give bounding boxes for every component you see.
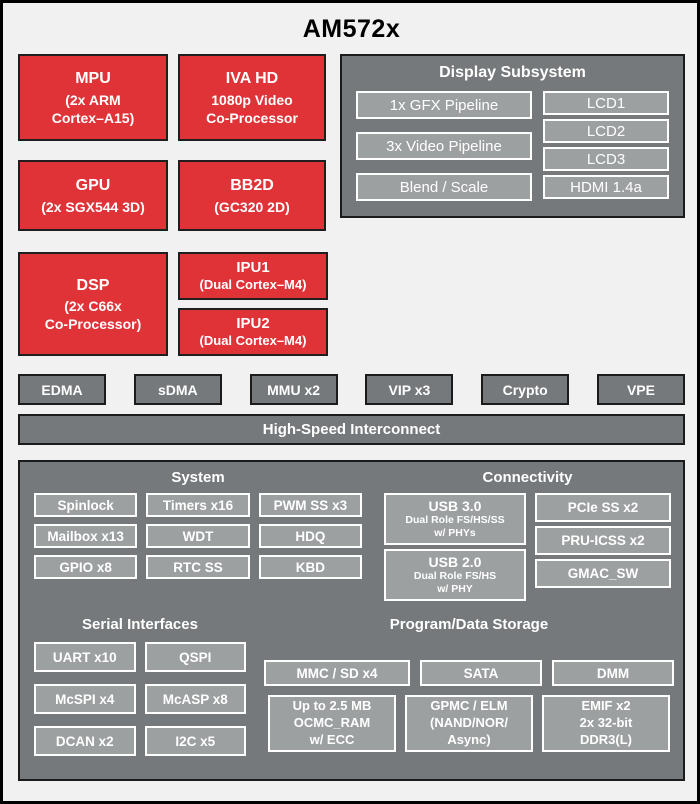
peripherals-row-1: System Spinlock Timers x16 PWM SS x3 Mai… (34, 467, 671, 601)
connectivity-section: Connectivity USB 3.0 Dual Role FS/HS/SS … (384, 467, 671, 601)
block-bb2d-subtitle: (GC320 2D) (214, 198, 290, 215)
system-section: System Spinlock Timers x16 PWM SS x3 Mai… (34, 467, 362, 601)
display-subsystem: Display Subsystem 1x GFX Pipeline 3x Vid… (340, 54, 685, 218)
block-usb3-subtitle: Dual Role FS/HS/SS w/ PHYs (405, 514, 505, 540)
block-spinlock: Spinlock (34, 493, 138, 517)
block-mmu: MMU x2 (249, 374, 338, 405)
storage-section: Program/Data Storage MMC / SD x4 SATA DM… (264, 614, 674, 756)
display-subsystem-title: Display Subsystem (439, 64, 586, 81)
block-lcd3: LCD3 (543, 147, 669, 171)
block-dsp: DSP (2x C66x Co-Processor) (18, 252, 168, 356)
block-iva-title: IVA HD (225, 70, 279, 88)
block-ipu1: IPU1 (Dual Cortex–M4) (178, 252, 328, 300)
block-bb2d: BB2D (GC320 2D) (178, 160, 326, 231)
block-gfx-pipeline: 1x GFX Pipeline (356, 91, 532, 119)
storage-section-title: Program/Data Storage (389, 616, 549, 633)
ipu-column: IPU1 (Dual Cortex–M4) IPU2 (Dual Cortex–… (178, 252, 328, 356)
processor-row-2: GPU (2x SGX544 3D) BB2D (GC320 2D) (18, 160, 326, 231)
block-pcie: PCIe SS x2 (535, 493, 671, 522)
storage-row-1: MMC / SD x4 SATA DMM (264, 660, 674, 686)
dsp-section: DSP (2x C66x Co-Processor) IPU1 (Dual Co… (18, 252, 685, 356)
connectivity-body: USB 3.0 Dual Role FS/HS/SS w/ PHYs USB 2… (384, 493, 671, 601)
block-hdq: HDQ (258, 524, 362, 548)
block-pwm-ss: PWM SS x3 (258, 493, 362, 517)
block-bb2d-title: BB2D (230, 177, 274, 195)
peripherals-row-2: Serial Interfaces UART x10 QSPI McSPI x4… (34, 614, 674, 756)
system-section-title: System (171, 469, 225, 486)
serial-grid: UART x10 QSPI McSPI x4 McASP x8 DCAN x2 … (34, 642, 246, 756)
block-dsp-title: DSP (76, 276, 110, 294)
dma-row: EDMA sDMA MMU x2 VIP x3 Crypto VPE (18, 374, 685, 405)
block-pru-icss: PRU-ICSS x2 (535, 526, 671, 555)
serial-interfaces-section: Serial Interfaces UART x10 QSPI McSPI x4… (34, 614, 246, 756)
block-qspi: QSPI (144, 642, 246, 672)
block-usb3: USB 3.0 Dual Role FS/HS/SS w/ PHYs (384, 493, 526, 545)
display-outputs: LCD1 LCD2 LCD3 HDMI 1.4a (543, 91, 669, 201)
display-subsystem-body: 1x GFX Pipeline 3x Video Pipeline Blend … (356, 91, 669, 201)
block-dcan: DCAN x2 (34, 726, 136, 756)
block-ipu2-subtitle: (Dual Cortex–M4) (199, 333, 307, 349)
display-pipelines: 1x GFX Pipeline 3x Video Pipeline Blend … (356, 91, 532, 201)
block-usb3-title: USB 3.0 (428, 498, 482, 515)
block-mailbox: Mailbox x13 (34, 524, 138, 548)
block-gpu: GPU (2x SGX544 3D) (18, 160, 168, 231)
block-mpu: MPU (2x ARM Cortex–A15) (18, 54, 168, 141)
block-gpu-subtitle: (2x SGX544 3D) (41, 198, 145, 215)
block-mpu-title: MPU (75, 70, 111, 88)
peripherals-container: System Spinlock Timers x16 PWM SS x3 Mai… (18, 460, 685, 781)
block-ocmc-ram: Up to 2.5 MB OCMC_RAM w/ ECC (268, 695, 396, 752)
block-dmm: DMM (552, 660, 674, 686)
connectivity-section-title: Connectivity (482, 469, 573, 486)
system-grid: Spinlock Timers x16 PWM SS x3 Mailbox x1… (34, 493, 362, 579)
serial-interfaces-title: Serial Interfaces (82, 616, 198, 633)
block-edma: EDMA (18, 374, 106, 405)
block-ipu2: IPU2 (Dual Cortex–M4) (178, 308, 328, 356)
block-rtc-ss: RTC SS (146, 555, 250, 579)
block-usb2-title: USB 2.0 (428, 554, 482, 571)
block-iva-hd: IVA HD 1080p Video Co-Processor (178, 54, 326, 141)
block-usb2-subtitle: Dual Role FS/HS w/ PHY (413, 570, 497, 596)
block-kbd: KBD (258, 555, 362, 579)
block-emif: EMIF x2 2x 32-bit DDR3(L) (542, 695, 670, 752)
top-section: MPU (2x ARM Cortex–A15) IVA HD 1080p Vid… (18, 54, 685, 231)
block-gpu-title: GPU (75, 177, 111, 195)
block-mpu-subtitle: (2x ARM Cortex–A15) (51, 91, 135, 126)
block-dsp-subtitle: (2x C66x Co-Processor) (44, 298, 142, 333)
block-vip: VIP x3 (365, 374, 454, 405)
block-timers: Timers x16 (146, 493, 250, 517)
block-gpio: GPIO x8 (34, 555, 138, 579)
storage-row-2: Up to 2.5 MB OCMC_RAM w/ ECC GPMC / ELM … (264, 695, 674, 752)
block-sdma: sDMA (133, 374, 222, 405)
usb-column: USB 3.0 Dual Role FS/HS/SS w/ PHYs USB 2… (384, 493, 526, 601)
block-lcd1: LCD1 (543, 91, 669, 115)
block-hdmi: HDMI 1.4a (543, 175, 669, 199)
block-lcd2: LCD2 (543, 119, 669, 143)
block-video-pipeline: 3x Video Pipeline (356, 132, 532, 160)
block-gpmc-elm: GPMC / ELM (NAND/NOR/ Async) (405, 695, 533, 752)
block-crypto: Crypto (481, 374, 570, 405)
block-uart: UART x10 (34, 642, 136, 672)
block-mcasp: McASP x8 (144, 684, 246, 714)
block-iva-subtitle: 1080p Video Co-Processor (206, 91, 298, 126)
block-vpe: VPE (596, 374, 685, 405)
page-title: AM572x (302, 15, 401, 43)
block-ipu1-subtitle: (Dual Cortex–M4) (199, 277, 307, 293)
block-sata: SATA (420, 660, 542, 686)
block-ipu2-title: IPU2 (236, 315, 270, 333)
block-blend-scale: Blend / Scale (356, 173, 532, 201)
processor-row-1: MPU (2x ARM Cortex–A15) IVA HD 1080p Vid… (18, 54, 326, 141)
block-ipu1-title: IPU1 (236, 259, 270, 277)
processor-area: MPU (2x ARM Cortex–A15) IVA HD 1080p Vid… (18, 54, 326, 231)
block-usb2: USB 2.0 Dual Role FS/HS w/ PHY (384, 549, 526, 601)
connectivity-column: PCIe SS x2 PRU-ICSS x2 GMAC_SW (535, 493, 671, 601)
block-i2c: I2C x5 (144, 726, 246, 756)
block-mcspi: McSPI x4 (34, 684, 136, 714)
block-mmc-sd: MMC / SD x4 (264, 660, 410, 686)
block-wdt: WDT (146, 524, 250, 548)
high-speed-interconnect-bar: High-Speed Interconnect (18, 414, 685, 445)
block-gmac-sw: GMAC_SW (535, 559, 671, 588)
